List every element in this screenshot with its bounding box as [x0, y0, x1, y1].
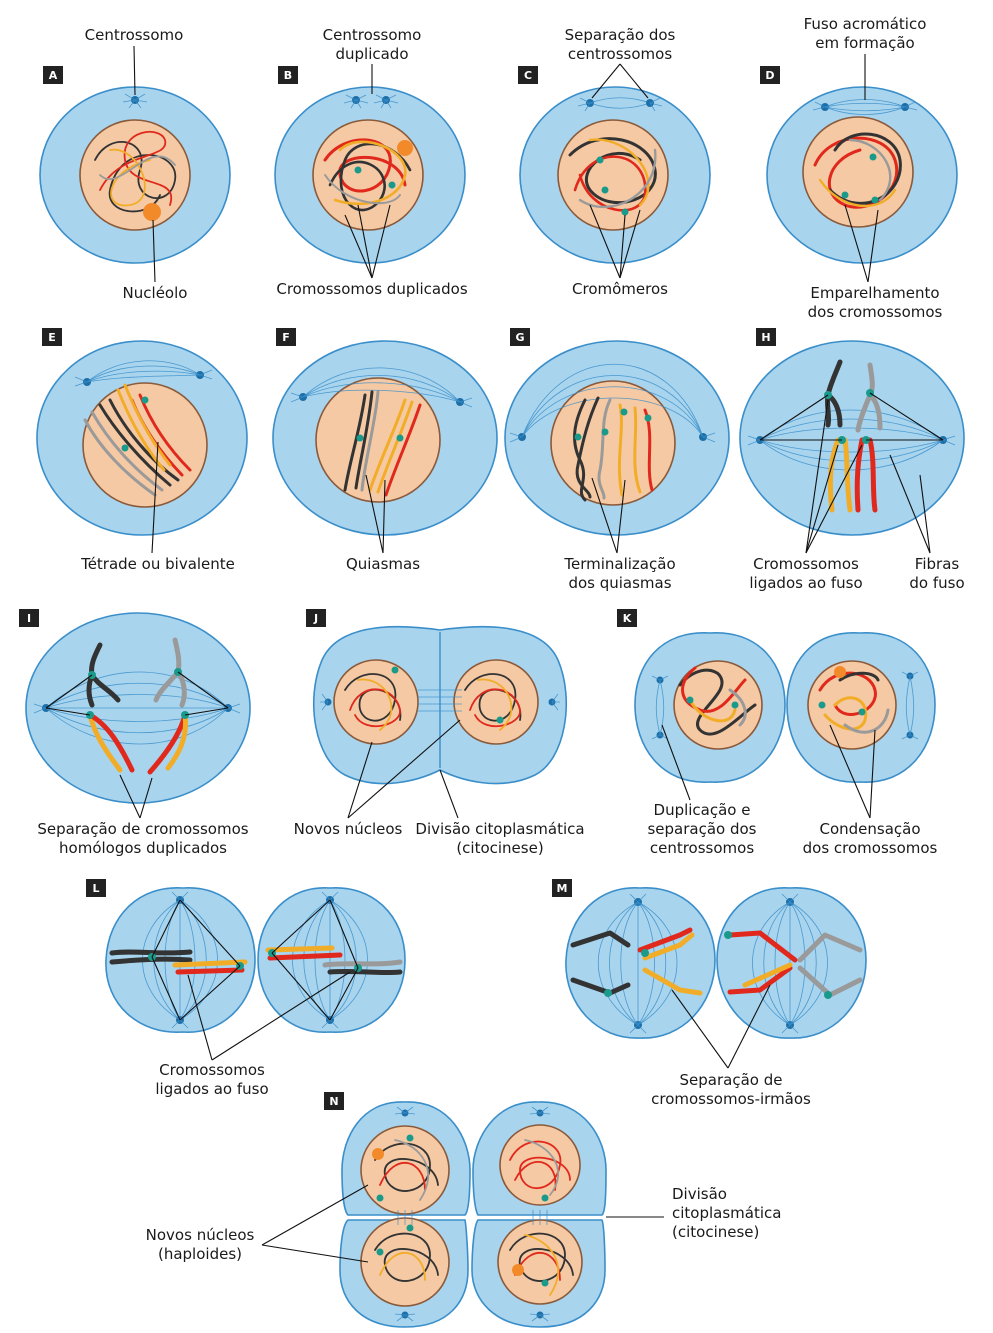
spindle-fibers — [747, 409, 956, 471]
chromatin — [344, 673, 522, 731]
centrosome-icon — [651, 671, 919, 740]
centrosome-icon — [577, 97, 663, 112]
label-duplicacao-1: Duplicação e — [654, 801, 751, 819]
centrosome-icon — [122, 93, 148, 109]
chromatin — [568, 137, 657, 212]
label-fuso-1: Fuso acromático — [804, 15, 927, 33]
label-divisao-n-1: Divisão — [672, 1185, 727, 1203]
label-separacao-irmaos-1: Separação de — [680, 1071, 783, 1089]
label-tetrade: Tétrade ou bivalente — [80, 555, 235, 573]
label-centrossomo-duplicado-1: Centrossomo — [323, 26, 422, 44]
label-emparelhamento-1: Emparelhamento — [810, 284, 939, 302]
spindle-icon — [509, 363, 716, 443]
centrosome-icon — [320, 693, 560, 711]
label-divisao-1: Divisão citoplasmática — [415, 820, 584, 838]
label-duplicacao-3: centrossomos — [650, 839, 754, 857]
label-nucleolo: Nucléolo — [123, 284, 188, 302]
panel-n: N Novos núcleos (haploides) Divisão cito… — [146, 1092, 781, 1328]
chromatin — [94, 131, 176, 213]
label-terminalizacao-2: dos quiasmas — [568, 574, 671, 592]
label-crom-ligados-2: ligados ao fuso — [749, 574, 862, 592]
label-separacao-centrossomos-2: centrossomos — [568, 45, 672, 63]
centrosome-icon — [394, 1106, 551, 1322]
panel-letter: K — [623, 612, 632, 625]
label-condensacao-1: Condensação — [819, 820, 920, 838]
spindle-icon — [812, 99, 918, 115]
label-centrossomo: Centrossomo — [85, 26, 184, 44]
panel-d: D Fuso acromático em formação Emparelham… — [760, 15, 958, 321]
panel-b: B Centrossomo duplicado Cromossomos dupl… — [274, 26, 468, 298]
label-duplicacao-2: separação dos — [647, 820, 756, 838]
spindle-icon — [74, 360, 213, 387]
panel-letter-box — [43, 66, 63, 84]
label-divisao-2: (citocinese) — [456, 839, 543, 857]
label-novos-nucleos-hap-2: (haploides) — [158, 1245, 242, 1263]
panel-letter: N — [329, 1095, 338, 1108]
label-novos-nucleos: Novos núcleos — [294, 820, 403, 838]
chromosomes — [109, 945, 403, 976]
spindle-icon — [290, 367, 473, 408]
panel-f: F Quiasmas — [272, 328, 498, 573]
panel-letter: F — [282, 331, 290, 344]
chromatin — [323, 138, 412, 212]
bivalent — [83, 383, 192, 497]
label-emparelhamento-2: dos cromossomos — [808, 303, 943, 321]
label-crom-ligados-1: Cromossomos — [753, 555, 859, 573]
centrosome-icon — [343, 94, 399, 109]
label-centrossomo-duplicado-2: duplicado — [335, 45, 408, 63]
label-crom-ligados-l-2: ligados ao fuso — [155, 1080, 268, 1098]
panel-letter: H — [761, 331, 770, 344]
label-condensacao-2: dos cromossomos — [803, 839, 938, 857]
label-separacao-homologos-1: Separação de cromossomos — [37, 820, 248, 838]
panel-letter: L — [92, 882, 99, 895]
panel-h: H Cromossomos ligados ao fuso Fibras do … — [739, 328, 965, 592]
label-quiasmas: Quiasmas — [346, 555, 420, 573]
panel-letter: B — [284, 69, 292, 82]
label-fibras-1: Fibras — [915, 555, 960, 573]
panel-m: M Separação de cromossomos-irmãos — [552, 879, 867, 1108]
panel-l: L Cromossomos ligados ao fuso — [86, 879, 406, 1098]
panel-letter: E — [48, 331, 56, 344]
panel-k: K Duplicação e separação dos centrossomo… — [617, 609, 938, 857]
panel-c: C Separação dos centrossomos Cromômeros — [518, 26, 711, 298]
panel-i: I Separação de cromossomos homólogos dup… — [19, 609, 251, 857]
label-cromomeros: Cromômeros — [572, 280, 668, 298]
label-divisao-n-2: citoplasmática — [672, 1204, 781, 1222]
bivalent-crossing — [343, 390, 422, 497]
panel-letter: C — [524, 69, 532, 82]
chromatin — [374, 1139, 574, 1296]
label-divisao-n-3: (citocinese) — [672, 1223, 759, 1241]
label-separacao-irmaos-2: cromossomos-irmãos — [651, 1090, 811, 1108]
panel-j: J Novos núcleos Divisão citoplasmática (… — [294, 609, 585, 857]
chromatin — [813, 132, 902, 209]
panel-letter: J — [313, 612, 318, 625]
panel-e: E Tétrade ou bivalente — [36, 328, 248, 573]
label-fuso-2: em formação — [815, 34, 914, 52]
panel-a: A Centrossomo Nucléolo — [39, 26, 231, 302]
label-terminalizacao-1: Terminalização — [563, 555, 675, 573]
label-crom-ligados-l-1: Cromossomos — [159, 1061, 265, 1079]
label-cromossomos-duplicados: Cromossomos duplicados — [276, 280, 467, 298]
panel-g: G Terminalização dos quiasmas — [504, 328, 730, 592]
label-separacao-centrossomos-1: Separação dos — [565, 26, 676, 44]
label-separacao-homologos-2: homólogos duplicados — [59, 839, 227, 857]
panel-letter: D — [765, 69, 774, 82]
label-novos-nucleos-hap-1: Novos núcleos — [146, 1226, 255, 1244]
label-fibras-2: do fuso — [909, 574, 964, 592]
panel-letter: M — [557, 882, 568, 895]
panel-letter: G — [515, 331, 524, 344]
panel-letter: I — [27, 612, 31, 625]
nucleolus — [143, 203, 161, 221]
panel-letter: A — [49, 69, 58, 82]
